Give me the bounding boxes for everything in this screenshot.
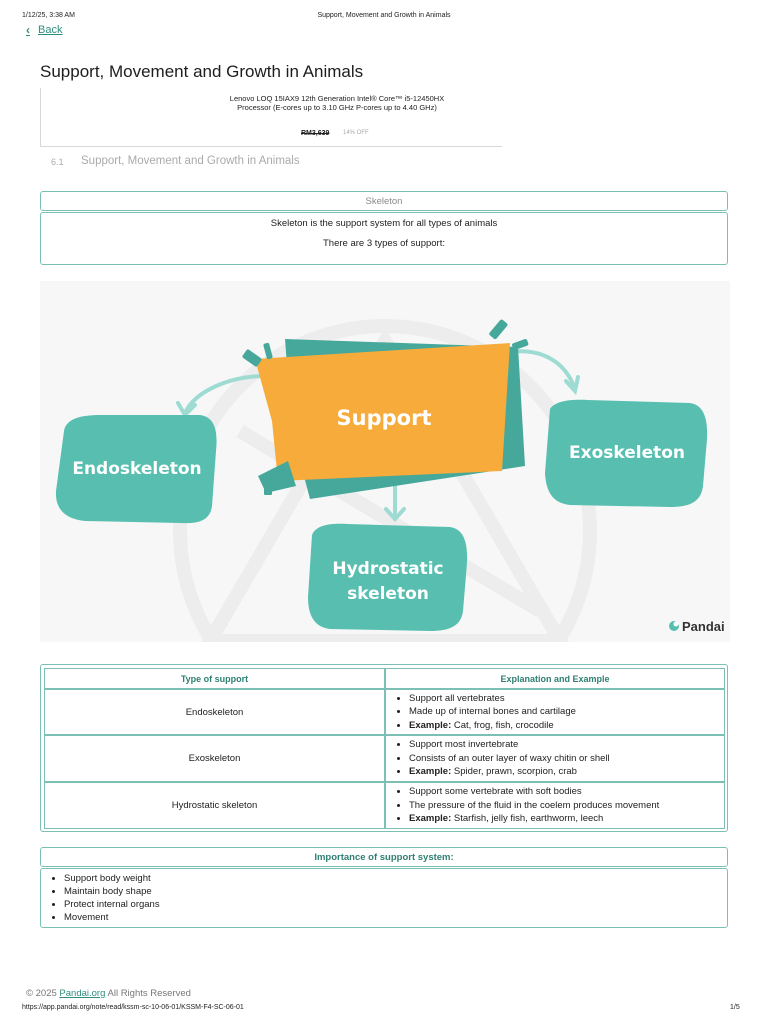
table-row: Endoskeleton Support all vertebrates Mad… <box>44 689 725 735</box>
list-item: Support most invertebrate <box>409 738 723 752</box>
print-url: https://app.pandai.org/note/read/kssm-sc… <box>22 1004 244 1011</box>
example-label: Example: <box>409 766 452 778</box>
list-item: Made up of internal bones and cartilage <box>409 705 723 719</box>
print-doc-title: Support, Movement and Growth in Animals <box>317 12 451 19</box>
label-hydrostatic-2: skeleton <box>347 584 429 604</box>
cell-type: Endoskeleton <box>44 689 385 735</box>
page-title: Support, Movement and Growth in Animals <box>40 62 364 81</box>
ad-product-text[interactable]: Lenovo LOQ 15IAX9 12th Generation Intel®… <box>229 94 445 112</box>
example-label: Example: <box>409 719 452 731</box>
label-support: Support <box>337 406 432 430</box>
importance-body: Support body weight Maintain body shape … <box>40 868 728 928</box>
pandai-link[interactable]: Pandai.org <box>59 988 106 999</box>
pandai-brand-text: Pandai <box>682 619 725 634</box>
rights-text: All Rights Reserved <box>107 988 191 999</box>
back-link[interactable]: ‹ Back <box>26 23 62 37</box>
list-item: Support some vertebrate with soft bodies <box>409 785 723 799</box>
back-label[interactable]: Back <box>38 24 63 36</box>
importance-heading: Importance of support system: <box>40 847 728 867</box>
label-hydrostatic-1: Hydrostatic <box>332 559 443 579</box>
list-item: Support all vertebrates <box>409 692 723 706</box>
list-item: Example: Starfish, jelly fish, earthworm… <box>409 812 723 826</box>
list-item: Consists of an outer layer of waxy chiti… <box>409 752 723 766</box>
arrowhead-right <box>564 375 580 396</box>
label-endoskeleton: Endoskeleton <box>72 459 201 479</box>
cell-type: Hydrostatic skeleton <box>44 782 385 829</box>
support-diagram: Support Endoskeleton Exoskeleton Hydrost… <box>40 281 730 642</box>
table-row: Hydrostatic skeleton Support some verteb… <box>44 782 725 829</box>
example-text: Spider, prawn, scorpion, crab <box>453 766 577 778</box>
support-card <box>255 343 510 481</box>
cell-explanation: Support most invertebrate Consists of an… <box>385 735 725 782</box>
print-datetime: 1/12/25, 3:38 AM <box>22 12 75 19</box>
list-item: Example: Spider, prawn, scorpion, crab <box>409 765 723 779</box>
list-item: Maintain body shape <box>64 885 727 898</box>
hydrostatic-shape <box>308 523 468 631</box>
skeleton-body: Skeleton is the support system for all t… <box>40 212 728 265</box>
cell-explanation: Support some vertebrate with soft bodies… <box>385 782 725 829</box>
footer: © 2025 Pandai.org All Rights Reserved <box>26 988 191 999</box>
label-exoskeleton: Exoskeleton <box>569 443 685 463</box>
ad-discount: 14% OFF <box>343 130 369 136</box>
example-text: Cat, frog, fish, crocodile <box>453 719 554 731</box>
megaphone-icon-top-right <box>489 319 529 350</box>
skeleton-line-1: Skeleton is the support system for all t… <box>270 218 498 229</box>
cell-explanation: Support all vertebrates Made up of inter… <box>385 689 725 735</box>
print-page-number: 1/5 <box>730 1004 740 1011</box>
ad-price: RM3,639 <box>301 130 330 137</box>
pandai-logo-icon <box>669 621 679 631</box>
endoskeleton-shape <box>55 415 217 524</box>
section-number: 6.1 <box>51 157 64 167</box>
header-type: Type of support <box>44 668 385 689</box>
support-table: Type of support Explanation and Example … <box>40 664 728 832</box>
list-item: The pressure of the fluid in the coelem … <box>409 799 723 813</box>
skeleton-heading: Skeleton <box>40 191 728 211</box>
chevron-left-icon: ‹ <box>26 23 30 37</box>
list-item: Support body weight <box>64 872 727 885</box>
cell-type: Exoskeleton <box>44 735 385 782</box>
section-title: Support, Movement and Growth in Animals <box>81 155 300 167</box>
copyright: © 2025 <box>26 988 57 999</box>
megaphone-icon-bottom-left <box>258 461 296 495</box>
ad-frame <box>40 88 502 147</box>
example-text: Starfish, jelly fish, earthworm, leech <box>453 813 604 825</box>
example-label: Example: <box>409 813 452 825</box>
megaphone-icon-top-left <box>242 342 273 367</box>
skeleton-line-2: There are 3 types of support: <box>323 238 445 249</box>
exoskeleton-shape <box>545 399 708 507</box>
header-explanation: Explanation and Example <box>385 668 725 689</box>
table-row: Exoskeleton Support most invertebrate Co… <box>44 735 725 782</box>
list-item: Movement <box>64 911 727 924</box>
list-item: Example: Cat, frog, fish, crocodile <box>409 719 723 733</box>
list-item: Protect internal organs <box>64 898 727 911</box>
arrow-to-endoskeleton <box>183 374 267 415</box>
arrowhead-bottom <box>384 507 406 522</box>
